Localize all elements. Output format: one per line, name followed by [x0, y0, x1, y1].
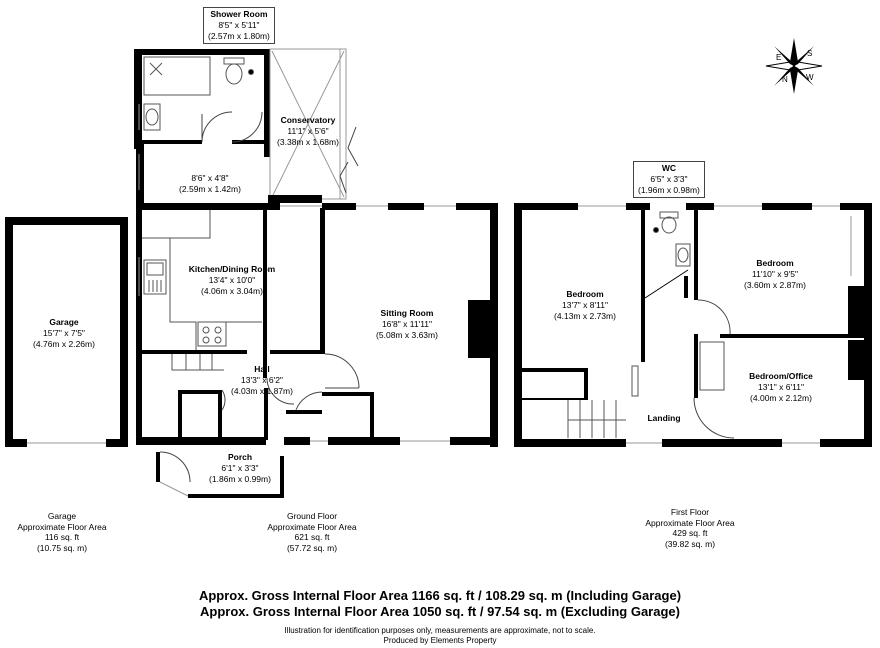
- room-label-landing: Landing: [634, 413, 694, 424]
- compass-rose-icon: E S N W: [765, 38, 823, 94]
- room-dimensions-metric: (4.00m x 2.12m): [750, 393, 812, 403]
- room-label-porch: Porch 6'1" x 3'3" (1.86m x 0.99m): [200, 452, 280, 485]
- footer: Illustration for identification purposes…: [0, 626, 880, 646]
- disclaimer-text: Illustration for identification purposes…: [284, 626, 596, 635]
- fixtures: [142, 56, 725, 438]
- room-label-kitchen-dining: Kitchen/Dining Room 13'4" x 10'0" (4.06m…: [170, 264, 294, 297]
- room-name: Hall: [254, 364, 270, 374]
- floor-area-title: First Floor: [670, 507, 710, 517]
- floor-area-title: Ground Floor: [286, 511, 338, 521]
- ground-floor-walls: [134, 49, 498, 498]
- floor-area-sqft: 429 sq. ft: [672, 528, 708, 538]
- room-label-garage: Garage 15'7" x 7'5" (4.76m x 2.26m): [22, 317, 106, 350]
- room-dimensions-imperial: 13'4" x 10'0": [208, 275, 256, 285]
- room-name: Bedroom: [566, 289, 604, 299]
- room-dimensions-metric: (5.08m x 3.63m): [376, 330, 438, 340]
- floor-area-garage: Garage Approximate Floor Area 116 sq. ft…: [0, 511, 124, 553]
- room-name: Conservatory: [280, 115, 336, 125]
- room-dimensions-metric: (2.59m x 1.42m): [179, 184, 241, 194]
- gross-area-excluding-garage: Approx. Gross Internal Floor Area 1050 s…: [200, 604, 680, 619]
- floor-area-title: Garage: [47, 511, 77, 521]
- room-dimensions-metric: (4.13m x 2.73m): [554, 311, 616, 321]
- room-label-shower-room: Shower Room 8'5" x 5'11" (2.57m x 1.80m): [203, 7, 275, 44]
- room-dimensions-metric: (4.06m x 3.04m): [201, 286, 263, 296]
- room-label-utility: 8'6" x 4'8" (2.59m x 1.42m): [160, 173, 260, 195]
- room-dimensions-imperial: 16'8" x 11'11": [381, 319, 433, 329]
- floor-area-caption: Approximate Floor Area: [267, 521, 357, 532]
- room-name: Garage: [49, 317, 79, 327]
- floor-area-first: First Floor Approximate Floor Area 429 s…: [628, 507, 752, 549]
- room-label-hall: Hall 13'3" x 6'2" (4.03m x 1.87m): [220, 364, 304, 397]
- room-dimensions-metric: (1.96m x 0.98m): [638, 185, 700, 195]
- room-dimensions-imperial: 13'7" x 8'11": [562, 300, 608, 310]
- room-dimensions-imperial: 13'3" x 6'2": [241, 375, 283, 385]
- room-dimensions-metric: (3.60m x 2.87m): [744, 280, 806, 290]
- room-label-wc: WC 6'5" x 3'3" (1.96m x 0.98m): [633, 161, 705, 198]
- room-dimensions-imperial: 11'1" x 5'6": [287, 126, 329, 136]
- room-name: Bedroom: [756, 258, 794, 268]
- floor-area-caption: Approximate Floor Area: [645, 517, 735, 528]
- floor-area-sqm: (39.82 sq. m): [664, 538, 716, 549]
- room-label-conservatory: Conservatory 11'1" x 5'6" (3.38m x 1.68m…: [268, 115, 348, 148]
- conservatory-glazing: [159, 48, 347, 497]
- gross-internal-area: Approx. Gross Internal Floor Area 1166 s…: [0, 588, 880, 620]
- room-dimensions-metric: (4.76m x 2.26m): [33, 339, 95, 349]
- room-dimensions-imperial: 6'1" x 3'3": [221, 463, 259, 473]
- floor-area-sqm: (57.72 sq. m): [286, 542, 338, 553]
- room-dimensions-metric: (4.03m x 1.87m): [231, 386, 293, 396]
- room-dimensions-metric: (1.86m x 0.99m): [209, 474, 271, 484]
- room-dimensions-imperial: 11'10" x 9'5": [752, 269, 798, 279]
- floor-area-sqft: 116 sq. ft: [44, 532, 80, 542]
- compass-letter: E: [776, 53, 781, 62]
- room-dimensions-metric: (2.57m x 1.80m): [208, 31, 270, 41]
- windows: [138, 104, 852, 444]
- room-name: Shower Room: [210, 9, 268, 19]
- room-dimensions-imperial: 13'1" x 6'11": [758, 382, 804, 392]
- room-dimensions-imperial: 8'6" x 4'8": [191, 173, 229, 183]
- floor-area-sqft: 621 sq. ft: [294, 532, 330, 542]
- room-dimensions-metric: (3.38m x 1.68m): [277, 137, 339, 147]
- door-swings: [159, 111, 735, 483]
- room-name: Porch: [227, 452, 253, 462]
- producer-credit: Produced by Elements Property: [383, 636, 497, 645]
- room-label-bedroom-office: Bedroom/Office 13'1" x 6'11" (4.00m x 2.…: [736, 371, 826, 404]
- room-dimensions-imperial: 8'5" x 5'11": [218, 20, 260, 30]
- floor-area-ground: Ground Floor Approximate Floor Area 621 …: [250, 511, 374, 553]
- room-label-sitting-room: Sitting Room 16'8" x 11'11" (5.08m x 3.6…: [362, 308, 452, 341]
- room-label-bedroom-1: Bedroom 13'7" x 8'11" (4.13m x 2.73m): [540, 289, 630, 322]
- gross-area-including-garage: Approx. Gross Internal Floor Area 1166 s…: [198, 588, 682, 603]
- room-label-bedroom-2: Bedroom 11'10" x 9'5" (3.60m x 2.87m): [730, 258, 820, 291]
- room-dimensions-imperial: 6'5" x 3'3": [650, 174, 688, 184]
- room-name: WC: [661, 163, 677, 173]
- room-name: Kitchen/Dining Room: [188, 264, 276, 274]
- compass-letter: N: [782, 75, 788, 84]
- room-name: Bedroom/Office: [749, 371, 813, 381]
- compass-letter: S: [807, 49, 812, 58]
- room-name: Sitting Room: [380, 308, 434, 318]
- floor-area-sqm: (10.75 sq. m): [36, 542, 88, 553]
- room-dimensions-imperial: 15'7" x 7'5": [43, 328, 85, 338]
- compass-letter: W: [806, 73, 814, 82]
- floor-area-caption: Approximate Floor Area: [17, 521, 107, 532]
- garage-walls: [5, 217, 128, 447]
- room-name: Landing: [647, 413, 681, 423]
- first-floor-walls: [514, 203, 872, 447]
